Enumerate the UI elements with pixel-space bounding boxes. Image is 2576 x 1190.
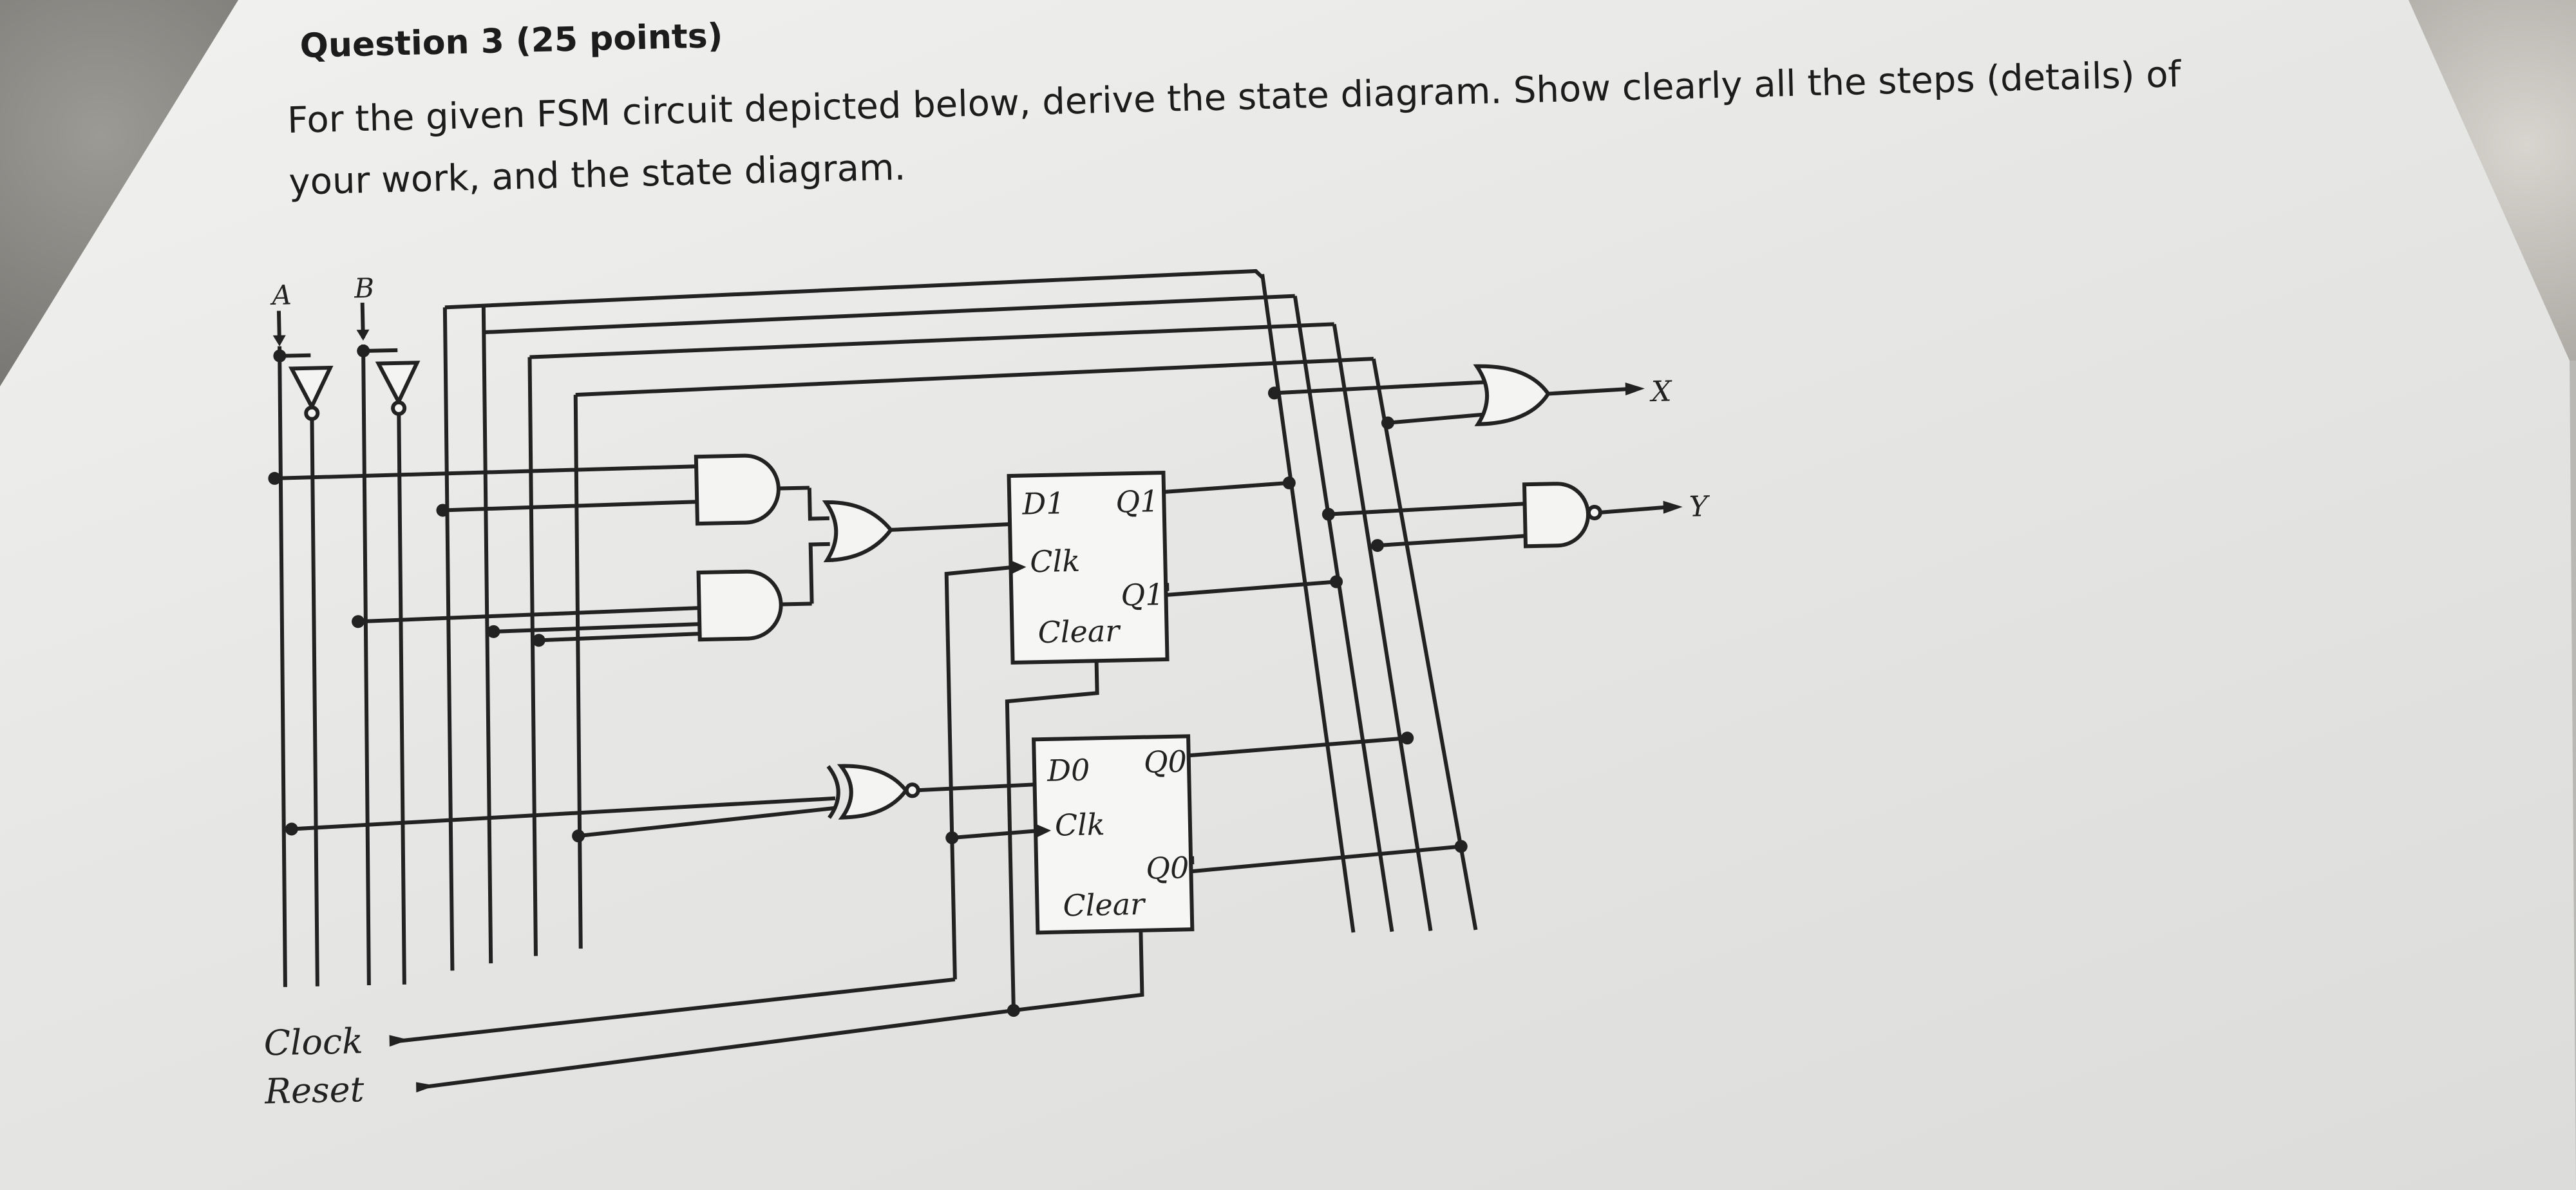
ff0-clk-label: Clk	[1054, 807, 1105, 843]
output-label-x: X	[1649, 375, 1672, 408]
and-gate-y: Y	[1328, 482, 1710, 549]
reset-label: Reset	[264, 1069, 365, 1111]
and-gate-bottom	[357, 569, 812, 643]
ff1-clk-triangle	[1012, 560, 1027, 574]
ff1-clear-label: Clear	[1037, 613, 1122, 650]
input-arrows	[272, 302, 370, 346]
ff0-qbar-label: Q0'	[1146, 850, 1198, 886]
output-label-y: Y	[1689, 490, 1710, 524]
clock-label: Clock	[263, 1021, 363, 1063]
flip-flop-1: D1 Q1 Clk Q1' Clear	[1007, 470, 1173, 665]
ff-output-wires	[1163, 480, 1462, 874]
input-label-a: A	[269, 279, 292, 311]
ff0-clear-label: Clear	[1063, 887, 1147, 923]
ff0-q-label: Q0	[1143, 744, 1187, 779]
ff1-qbar-label: Q1'	[1121, 577, 1173, 613]
ff0-d-label: D0	[1046, 753, 1090, 788]
feedback-lines	[444, 269, 1478, 933]
and-gate-top	[274, 453, 810, 526]
flip-flop-0: D0 Q0 Clk Q0' Clear	[1032, 734, 1198, 935]
output-x-arrow	[1625, 382, 1645, 395]
ff1-clk-label: Clk	[1030, 543, 1081, 580]
xor-gate-d0	[291, 764, 1035, 838]
or-gate-d1	[807, 487, 1010, 604]
vertical-bus-lines	[278, 307, 583, 987]
reset-arrow	[416, 1082, 436, 1093]
clock-arrow	[389, 1035, 409, 1047]
ff1-q-label: Q1	[1115, 484, 1159, 519]
or-gate-x: X	[1274, 364, 1673, 426]
output-y-arrow	[1663, 500, 1683, 514]
input-label-b: B	[354, 272, 375, 305]
inverter-a	[279, 353, 334, 421]
inverter-b	[363, 348, 421, 416]
ff1-d-label: D1	[1021, 486, 1065, 521]
ff0-clk-triangle	[1036, 824, 1052, 838]
